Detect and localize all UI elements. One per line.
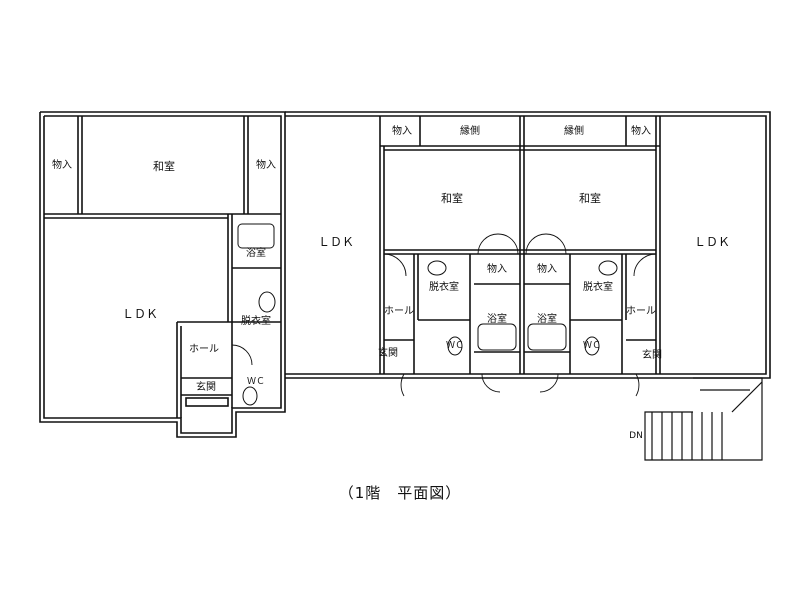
label-closet-left-b: 物入	[256, 158, 276, 171]
label-bath-mid-b: 浴室	[537, 312, 557, 325]
exterior-stairs	[644, 377, 763, 461]
walls	[39, 111, 771, 438]
label-closet-mid-d: 物入	[537, 262, 557, 275]
label-wc-left: ＷＣ	[247, 377, 265, 387]
label-bath-mid-a: 浴室	[487, 312, 507, 325]
label-hall-mid-a: ホール	[384, 305, 414, 317]
label-closet-mid-a: 物入	[392, 124, 412, 137]
label-washitsu-left: 和室	[153, 159, 175, 173]
door-swings	[231, 233, 657, 397]
label-engawa-a: 縁側	[460, 124, 480, 137]
label-ldk-left: ＬＤＫ	[122, 307, 158, 321]
label-engawa-b: 縁側	[564, 124, 584, 137]
label-washitsu-mid-a: 和室	[441, 191, 463, 205]
label-entrance-left: 玄関	[196, 380, 216, 393]
label-dressing-left: 脱衣室	[241, 314, 271, 327]
label-wc-mid-b: ＷＣ	[583, 341, 601, 351]
label-washitsu-mid-b: 和室	[579, 191, 601, 205]
label-ldk-right: ＬＤＫ	[694, 235, 730, 249]
fixtures	[237, 223, 618, 406]
label-dressing-mid-a: 脱衣室	[429, 280, 459, 293]
label-bath-left: 浴室	[246, 246, 266, 259]
label-ldk-mid: ＬＤＫ	[318, 235, 354, 249]
label-wc-mid-a: ＷＣ	[446, 341, 464, 351]
label-entrance-mid-b: 玄関	[642, 348, 662, 361]
room-labels: 物入 和室 物入 ＬＤＫ 浴室 脱衣室 ホール 玄関 ＷＣ ＬＤＫ 物入 縁側 …	[52, 124, 730, 441]
label-closet-mid-c: 物入	[487, 262, 507, 275]
label-entrance-mid-a: 玄関	[378, 346, 398, 359]
label-closet-mid-b: 物入	[631, 124, 651, 137]
label-hall-left: ホール	[189, 343, 219, 355]
label-dn: DN	[629, 431, 643, 441]
plan-caption: （1階 平面図）	[338, 484, 462, 502]
label-hall-mid-b: ホール	[626, 305, 656, 317]
label-dressing-mid-b: 脱衣室	[583, 280, 613, 293]
label-closet-left-a: 物入	[52, 158, 72, 171]
